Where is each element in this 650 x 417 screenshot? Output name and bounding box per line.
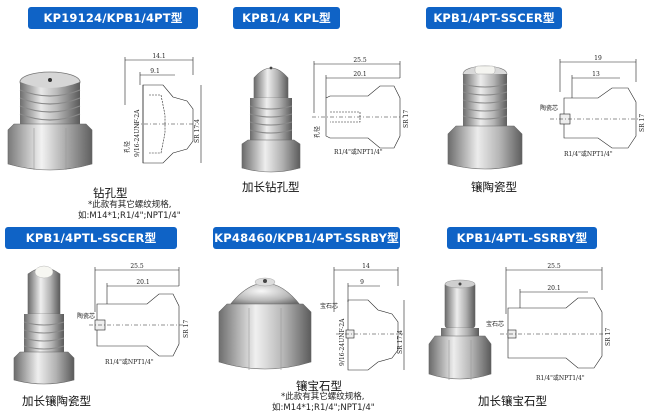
panel-1-header: KP19124/KPB1/4PT型: [28, 7, 198, 29]
panel-6-dim-insert: 宝石芯: [486, 320, 504, 328]
panel-4-dim-top2: 20.1: [136, 279, 149, 286]
panel-5-note-line-2: 如:M14*1;R1/4";NPT1/4": [272, 403, 375, 413]
panel-2-dim-top1: 25.5: [353, 57, 367, 64]
panel-1-dim-top2: 9.1: [150, 68, 160, 75]
panel-6-caption: 加长镶宝石型: [478, 394, 547, 408]
panel-2-dim-top2: 20.1: [353, 71, 366, 78]
panel-5-header: KP48460/KPB1/4PT-SSRBY型: [213, 227, 400, 249]
panel-2-caption: 加长钻孔型: [242, 180, 300, 194]
panel-1-dim-right: SR 17.4: [194, 119, 201, 143]
panel-5-dim-thread: 9/16-24UNF-2A: [339, 318, 346, 366]
panel-4-drawing: 25.5 20.1 陶瓷芯 SR 17 R1/4"或NPT1/4": [77, 263, 190, 366]
panel-2-dim-right: SR 17: [403, 110, 410, 128]
panel-5-product-photo: [218, 277, 312, 370]
panel-4-dim-right: SR 17: [183, 320, 190, 338]
panel-6-product-photo: [428, 279, 492, 380]
panel-3-caption: 镶陶瓷型: [471, 180, 517, 194]
panel-2-drawing: 25.5 20.1 孔径 SR 17 R1/4"或NPT1/4": [312, 57, 410, 156]
panel-1-note-line-2: 如:M14*1;R1/4";NPT1/4": [78, 211, 181, 221]
panel-5-drawing: 14 9 宝石芯 9/16-24UNF-2A SR 17.4: [320, 263, 405, 371]
panel-3-dim-top2: 13: [592, 71, 600, 78]
panel-1-drawing: 14.1 9.1 9/16-24UNF-2A 孔径 SR 17.4: [123, 53, 202, 164]
panel-3-dim-thread: R1/4"或NPT1/4": [564, 150, 613, 158]
panel-2-header: KPB1/4 KPL型: [233, 7, 340, 29]
panel-6-dim-top2: 20.1: [547, 285, 560, 292]
panel-3-header: KPB1/4PT-SSCER型: [426, 7, 562, 29]
panel-6-dim-thread: R1/4"或NPT1/4": [536, 374, 585, 382]
panel-2-dim-thread: R1/4"或NPT1/4": [334, 148, 383, 156]
panel-3-dim-top1: 19: [594, 55, 602, 62]
panel-3-product-photo: [447, 65, 523, 170]
panel-5-dim-top2: 9: [360, 279, 364, 286]
panel-6-drawing: 25.5 20.1 宝石芯 SR 17 R1/4"或NPT1/4": [486, 263, 612, 382]
panel-4-header: KPB1/4PTL-SSCER型: [5, 227, 177, 249]
panel-5-caption: 镶宝石型: [296, 379, 342, 393]
panel-5-dim-right: SR 17.4: [397, 330, 404, 354]
panel-4-dim-thread: R1/4"或NPT1/4": [105, 358, 154, 366]
panel-5-dim-top1: 14: [362, 263, 370, 270]
panel-5-dim-insert: 宝石芯: [320, 302, 338, 310]
panel-1-dim-thread: 9/16-24UNF-2A: [134, 109, 141, 157]
panel-1-dim-hole: 孔径: [123, 141, 131, 153]
panel-4-dim-top1: 25.5: [130, 263, 144, 270]
panel-3-dim-insert: 陶瓷芯: [540, 104, 558, 112]
panel-1-caption: 钻孔型: [93, 186, 128, 200]
panel-3-dim-right: SR 17: [639, 114, 646, 132]
panel-4-product-photo: [13, 265, 75, 385]
panel-1-product-photo: [7, 71, 93, 171]
panel-5-note-line-1: *此款有其它螺纹规格,: [281, 392, 365, 402]
panel-6-dim-right: SR 17: [605, 328, 612, 346]
panel-6-dim-top1: 25.5: [547, 263, 561, 270]
panel-4-caption: 加长镶陶瓷型: [22, 394, 91, 408]
panel-2-dim-hole: 孔径: [313, 126, 321, 138]
panel-3-drawing: 19 13 陶瓷芯 SR 17 R1/4"或NPT1/4": [540, 55, 646, 158]
panel-2-product-photo: [241, 66, 301, 173]
panel-4-dim-insert: 陶瓷芯: [77, 312, 95, 320]
panel-6-header: KPB1/4PTL-SSRBY型: [447, 227, 597, 249]
panel-1-note-line-1: *此款有其它螺纹规格,: [88, 200, 172, 210]
panel-1-dim-top1: 14.1: [152, 53, 165, 60]
